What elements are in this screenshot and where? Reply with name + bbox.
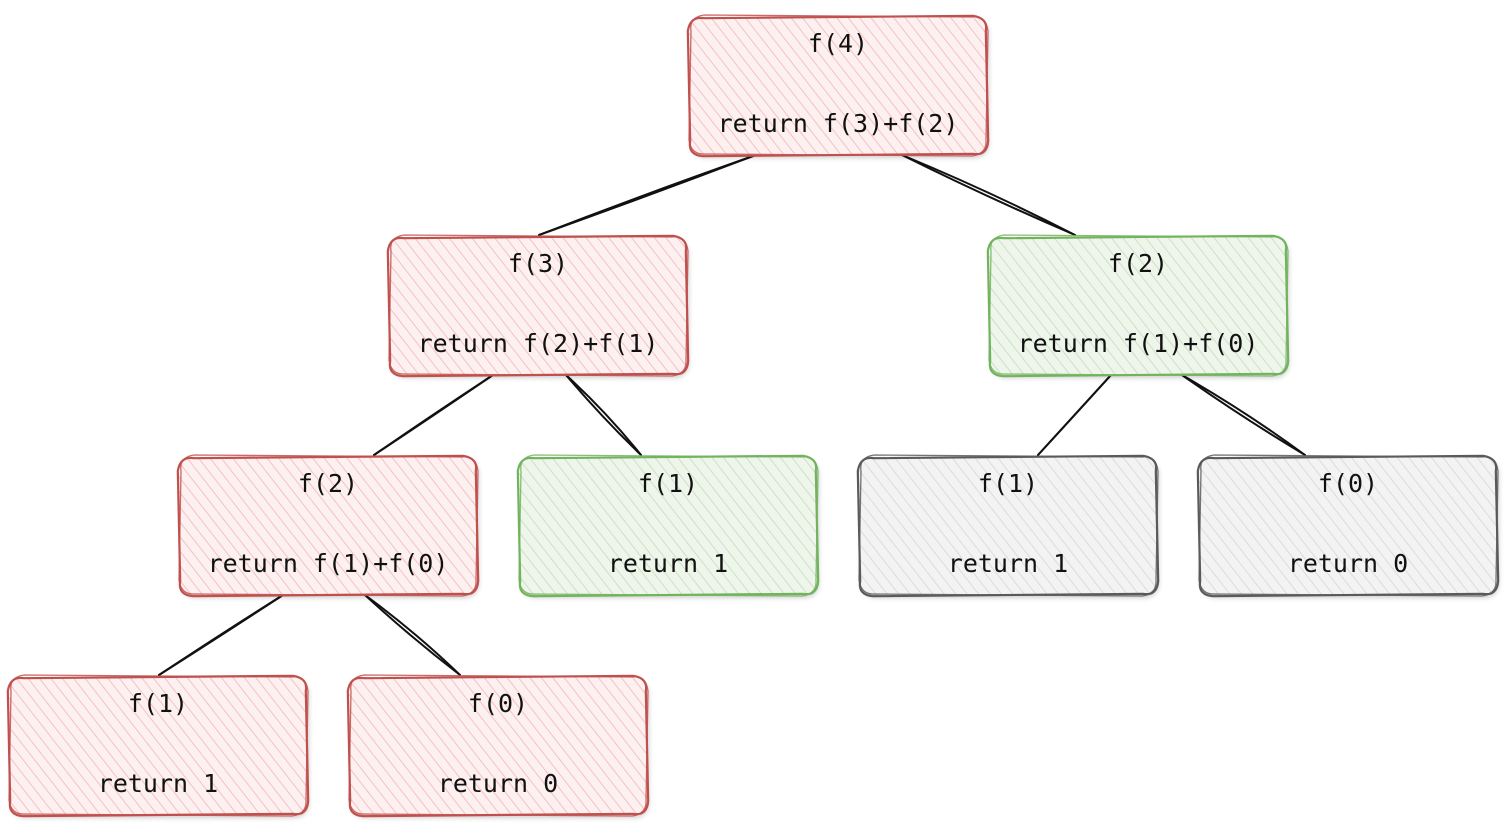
- node-outline-sketch: [688, 14, 989, 157]
- edge-f4-to-f2-right-stroke2: [901, 154, 1076, 236]
- node-box-red: [349, 677, 647, 815]
- node-return-label: return 1: [948, 549, 1068, 578]
- node-call-label: f(1): [128, 689, 188, 718]
- edge-f3-to-f1-mid-stroke2: [565, 374, 642, 456]
- node-outline-sketch: [348, 674, 649, 817]
- node-call-label: f(3): [508, 249, 568, 278]
- node-f4: f(4) return f(3)+f(2): [686, 14, 990, 158]
- node-f0-gray: f(0) return 0: [1196, 454, 1500, 598]
- node-outline-sketch: [388, 234, 689, 377]
- node-call-label: f(2): [1108, 249, 1168, 278]
- node-outline-sketch: [178, 454, 479, 597]
- edge-f2-right-to-f1-gray-stroke2: [1037, 374, 1112, 456]
- edges-layer: [158, 154, 1306, 676]
- node-f1-gray: f(1) return 1: [856, 454, 1160, 598]
- node-f3: f(3) return f(2)+f(1): [386, 234, 690, 378]
- node-return-label: return 1: [98, 769, 218, 798]
- node-outline-sketch: [8, 674, 309, 817]
- node-return-label: return 1: [608, 549, 728, 578]
- node-return-label: return f(1)+f(0): [208, 549, 449, 578]
- edge-f3-to-f2-left-stroke2: [373, 374, 494, 456]
- node-return-label: return f(2)+f(1): [418, 329, 659, 358]
- node-outline-sketch: [988, 234, 1289, 377]
- node-box-gray: [1199, 457, 1497, 595]
- edge-f2-right-to-f0-gray-stroke2: [1181, 374, 1306, 456]
- node-call-label: f(1): [638, 469, 698, 498]
- node-outline-sketch: [1198, 454, 1499, 597]
- node-box-red: [9, 677, 307, 815]
- node-outline-sketch: [858, 454, 1159, 597]
- nodes-layer: f(4) return f(3)+f(2) f(3) return f(2)+f(1)…: [6, 14, 1500, 818]
- node-call-label: f(4): [808, 29, 868, 58]
- edge-f4-to-f3-stroke2: [538, 154, 757, 236]
- edge-f2-left-to-f0-bottom: [364, 594, 461, 676]
- node-box-red: [179, 457, 477, 595]
- node-call-label: f(1): [978, 469, 1038, 498]
- edge-f3-to-f1-mid: [565, 374, 642, 456]
- node-box-red: [689, 17, 987, 155]
- node-box-gray: [859, 457, 1157, 595]
- node-f2-right: f(2) return f(1)+f(0): [986, 234, 1290, 378]
- edge-f2-right-to-f0-gray: [1181, 374, 1306, 456]
- edge-f4-to-f2-right: [901, 154, 1076, 236]
- node-call-label: f(0): [468, 689, 528, 718]
- node-call-label: f(2): [298, 469, 358, 498]
- node-call-label: f(0): [1318, 469, 1378, 498]
- edge-f2-left-to-f0-bottom-stroke2: [364, 594, 461, 676]
- node-f1-mid: f(1) return 1: [516, 454, 820, 598]
- node-f0-bottom: f(0) return 0: [346, 674, 650, 818]
- node-box-green: [989, 237, 1287, 375]
- node-f1-bottom: f(1) return 1: [6, 674, 310, 818]
- node-return-label: return f(1)+f(0): [1018, 329, 1259, 358]
- node-f2-left: f(2) return f(1)+f(0): [176, 454, 480, 598]
- node-return-label: return 0: [1288, 549, 1408, 578]
- node-box-green: [519, 457, 817, 595]
- edge-f2-left-to-f1-bottom-stroke2: [158, 594, 284, 676]
- node-return-label: return 0: [438, 769, 558, 798]
- node-box-red: [389, 237, 687, 375]
- node-return-label: return f(3)+f(2): [718, 109, 959, 138]
- node-outline-sketch: [518, 454, 819, 597]
